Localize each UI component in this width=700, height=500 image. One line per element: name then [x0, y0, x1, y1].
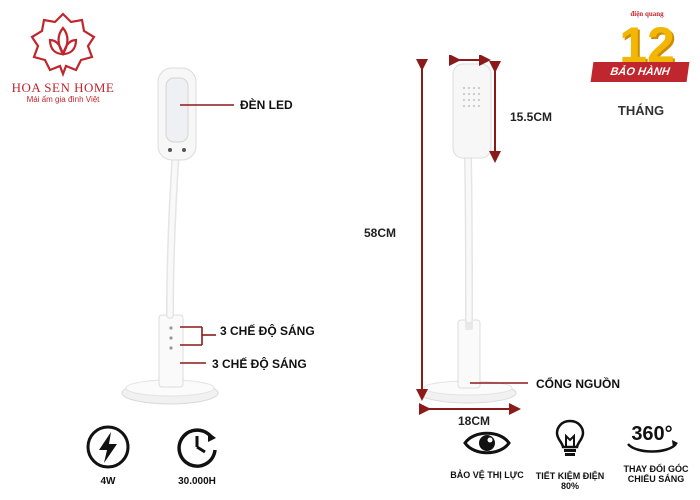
lotus-logo-icon — [30, 12, 96, 78]
rotate-360-icon: 360° — [627, 423, 678, 453]
callout-light-modes-2: 3 CHẾ ĐỘ SÁNG — [212, 357, 307, 371]
warranty-ribbon: BẢO HÀNH — [590, 62, 690, 82]
feature-power — [84, 424, 132, 475]
dimension-total-height: 58CM — [364, 226, 397, 240]
brand-name: HOA SEN HOME — [11, 80, 115, 95]
dimension-head-height: 15.5CM — [510, 110, 553, 124]
lamp-front-illustration — [121, 67, 219, 405]
eye-icon — [463, 431, 511, 455]
feature-eye-label: BẢO VỆ THỊ LỰC — [450, 470, 524, 480]
feature-lifespan — [170, 424, 224, 475]
callout-power-port: CỔNG NGUỒN — [536, 377, 620, 391]
dimension-lines — [416, 55, 528, 415]
feature-rotate: 360° — [622, 418, 682, 459]
clock-icon — [177, 428, 217, 468]
warranty-number: 12 — [619, 17, 675, 73]
feature-eye — [462, 426, 512, 465]
feature-energy-label: TIẾT KIỆM ĐIỆN 80% — [535, 471, 605, 491]
warranty-brand: điện quang — [630, 10, 664, 18]
callout-light-modes-1: 3 CHẾ ĐỘ SÁNG — [220, 324, 315, 338]
brand-tagline: Mái ấm gia đình Việt — [26, 95, 100, 104]
light-bulb-icon — [555, 419, 585, 456]
feature-energy — [550, 418, 590, 465]
svg-text:360°: 360° — [631, 423, 672, 445]
lightning-icon — [86, 425, 130, 469]
callout-led-light: ĐÈN LED — [240, 98, 293, 112]
callout-lines-left — [180, 104, 234, 364]
feature-rotate-label: THAY ĐỔI GÓC CHIẾU SÁNG — [623, 464, 689, 484]
warranty-unit: THÁNG — [617, 103, 665, 118]
feature-power-label: 4W — [100, 476, 116, 487]
feature-lifespan-label: 30.000H — [178, 476, 216, 487]
dimension-base-width: 18CM — [458, 414, 491, 428]
